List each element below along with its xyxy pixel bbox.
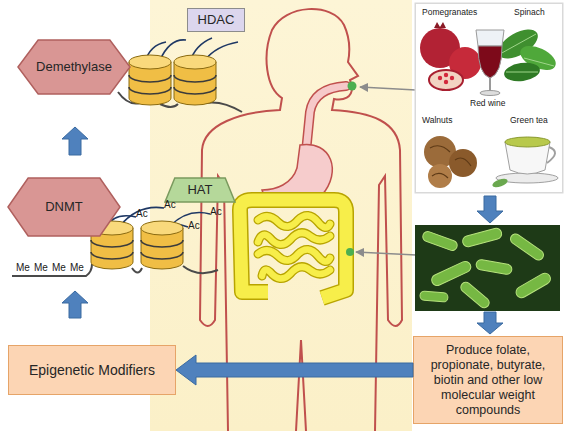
seed [438, 76, 442, 80]
node-text: Demethylase [36, 59, 112, 75]
green-tea [505, 137, 550, 147]
entry-dot [346, 248, 354, 256]
pomegranate-seeds [438, 73, 454, 84]
glass-base [480, 91, 500, 96]
down-arrow [477, 312, 503, 334]
dna-wrap [141, 240, 183, 259]
entry-dot [348, 82, 357, 91]
large-intestine-outline [240, 200, 346, 298]
bacterium [420, 291, 449, 302]
node-text: HDAC [198, 12, 235, 28]
modification-mark: Ac [210, 206, 222, 218]
process-box: Produce folate, propionate, butyrate, bi… [413, 336, 563, 424]
modification-mark: Ac [188, 220, 200, 232]
node-text: HAT [187, 182, 212, 198]
node-text: Epigenetic Modifiers [29, 362, 155, 379]
small-intestine-outline [258, 215, 330, 278]
process-box: Epigenetic Modifiers [8, 345, 176, 395]
seed [450, 76, 454, 80]
enzyme-box: HDAC [187, 8, 245, 32]
modification-mark: Me [70, 262, 84, 274]
pomegranate-crown [434, 22, 446, 28]
down-arrow [477, 196, 503, 223]
up-arrow [62, 127, 88, 155]
leaf-vein [500, 34, 554, 72]
esophagus-outline [306, 86, 346, 152]
leader-line [356, 252, 416, 255]
bacterium [459, 280, 491, 310]
cup-handle [547, 147, 555, 163]
modification-mark: Ac [136, 208, 148, 220]
bacterium [509, 232, 546, 262]
glass-stem [489, 78, 491, 92]
modification-mark: Me [34, 262, 48, 274]
dna-wrap [129, 75, 171, 94]
food-panel: Pomegranates SpinachRed wineWalnuts Green … [415, 3, 563, 193]
bacterium [461, 227, 502, 248]
enzyme-trapezoid-shape [165, 178, 235, 202]
up-arrow [62, 291, 88, 318]
enzyme-hexagon-shape [18, 40, 130, 94]
seed [444, 80, 448, 84]
enzyme-hexagon: Demethylase [18, 40, 130, 94]
food-label: Pomegranates [420, 8, 479, 18]
wine-glass [476, 30, 504, 46]
esophagus [306, 86, 346, 152]
modification-mark: Ac [164, 199, 176, 211]
nucleosome [174, 55, 216, 105]
food-label: Green tea [508, 116, 550, 126]
node-text: DNMT [45, 199, 83, 215]
food-label: Red wine [468, 99, 507, 109]
food-label: Spinach [512, 8, 547, 18]
enzyme-hexagon-shape [8, 178, 120, 236]
large-intestine [240, 200, 346, 298]
body-panel [150, 0, 412, 431]
pomegranate-half [429, 70, 463, 90]
small-intestine [258, 215, 330, 278]
histone-top [174, 55, 216, 69]
modification-mark: Me [52, 262, 66, 274]
bacterium [421, 230, 458, 252]
enzyme-trapezoid: HAT [165, 178, 235, 202]
nucleosome [129, 55, 171, 105]
tea-leaf [491, 177, 508, 189]
bacterium [475, 259, 512, 275]
nucleosome [141, 221, 183, 269]
enzyme-hexagon: DNMT [8, 178, 120, 236]
leg-outline [296, 340, 306, 431]
flow-arrow [176, 355, 413, 385]
red-wine [478, 46, 502, 78]
seed [444, 73, 448, 77]
bacteria-photo [415, 225, 560, 311]
dna-wrap [174, 75, 216, 94]
walnut [428, 164, 452, 188]
histone-top [129, 55, 171, 69]
node-text: Produce folate, propionate, butyrate, bi… [420, 343, 556, 418]
flow-arrows [62, 127, 503, 334]
walnut [449, 149, 477, 177]
leader-line [360, 87, 416, 90]
bacteria-rods [420, 227, 553, 310]
dna-wrap [91, 240, 133, 259]
histone-top [141, 221, 183, 235]
bacterium [514, 271, 552, 300]
food-label: Walnuts [420, 116, 454, 126]
walnut-wrinkle [430, 146, 471, 178]
modification-mark: Me [16, 262, 30, 274]
food-photo [415, 3, 563, 193]
body-outline [200, 9, 402, 431]
